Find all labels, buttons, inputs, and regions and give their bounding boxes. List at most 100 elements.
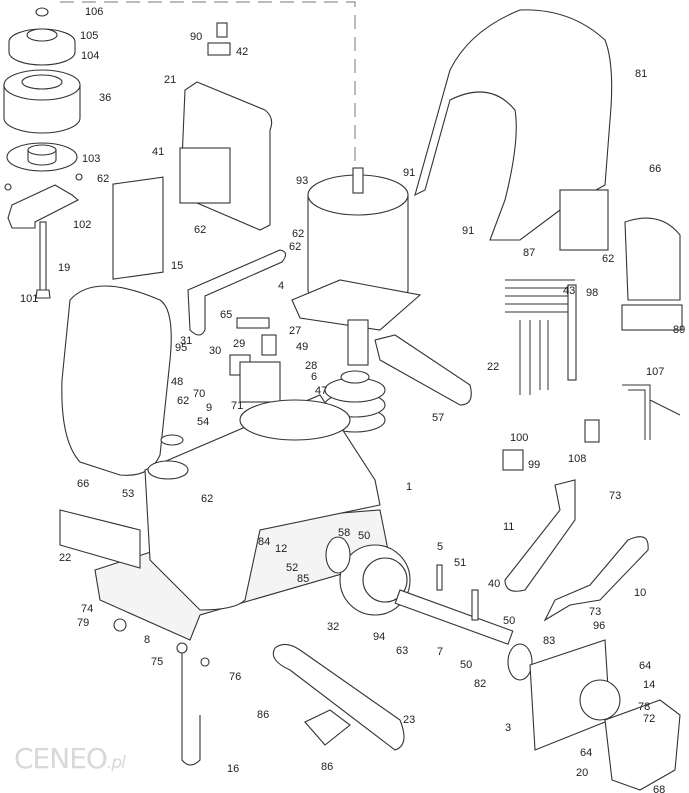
label-71: 71	[231, 400, 243, 412]
label-12: 12	[275, 543, 287, 555]
label-14: 14	[643, 679, 655, 691]
release-arm-10	[543, 536, 649, 622]
label-20: 20	[576, 767, 588, 779]
label-99: 99	[528, 459, 540, 471]
label-50: 50	[358, 530, 370, 542]
gear-housing	[59, 394, 391, 641]
label-83: 83	[543, 635, 555, 647]
gear-shaft	[325, 536, 533, 681]
label-103: 103	[82, 153, 100, 165]
label-43: 43	[563, 285, 575, 297]
label-78: 78	[638, 701, 650, 713]
label-48: 48	[171, 376, 183, 388]
label-95: 95	[175, 342, 187, 354]
motor	[291, 167, 422, 366]
label-3: 3	[505, 722, 511, 734]
label-107: 107	[646, 366, 664, 378]
label-52: 52	[286, 562, 298, 574]
label-50: 50	[460, 659, 472, 671]
label-51: 51	[454, 557, 466, 569]
top-cover	[414, 9, 613, 241]
label-105: 105	[80, 30, 98, 42]
label-64: 64	[639, 660, 651, 672]
label-63: 63	[396, 645, 408, 657]
label-16: 16	[227, 763, 239, 775]
label-31: 31	[180, 335, 192, 347]
label-76: 76	[229, 671, 241, 683]
pulley-assembly	[3, 7, 81, 172]
label-73: 73	[609, 490, 621, 502]
label-106: 106	[85, 6, 103, 18]
label-86: 86	[257, 709, 269, 721]
label-70: 70	[193, 388, 205, 400]
label-66: 66	[649, 163, 661, 175]
label-65: 65	[220, 309, 232, 321]
label-82: 82	[474, 678, 486, 690]
control-board	[112, 81, 273, 280]
label-22: 22	[59, 552, 71, 564]
label-62: 62	[201, 493, 213, 505]
label-10: 10	[634, 587, 646, 599]
release-arm-11	[504, 479, 576, 592]
label-42: 42	[236, 46, 248, 58]
label-86: 86	[321, 761, 333, 773]
label-58: 58	[338, 527, 350, 539]
label-64: 64	[580, 747, 592, 759]
label-100: 100	[510, 432, 528, 444]
label-90: 90	[190, 31, 202, 43]
label-75: 75	[151, 656, 163, 668]
label-29: 29	[233, 338, 245, 350]
label-66: 66	[77, 478, 89, 490]
wiring-harness	[505, 279, 681, 440]
label-62: 62	[602, 253, 614, 265]
label-36: 36	[99, 92, 111, 104]
label-62: 62	[292, 228, 304, 240]
label-28: 28	[305, 360, 317, 372]
gear-cover	[604, 699, 681, 791]
release-lever	[187, 249, 287, 336]
label-40: 40	[488, 578, 500, 590]
label-8: 8	[144, 634, 150, 646]
label-22: 22	[487, 361, 499, 373]
label-53: 53	[122, 488, 134, 500]
label-50: 50	[503, 615, 515, 627]
label-57: 57	[432, 412, 444, 424]
handle-right	[374, 334, 472, 406]
label-62: 62	[97, 173, 109, 185]
label-49: 49	[296, 341, 308, 353]
label-62: 62	[289, 241, 301, 253]
label-15: 15	[171, 260, 183, 272]
terminal-block	[207, 22, 231, 56]
label-19: 19	[58, 262, 70, 274]
label-62: 62	[194, 224, 206, 236]
label-85: 85	[297, 573, 309, 585]
label-47: 47	[315, 385, 327, 397]
label-1: 1	[406, 481, 412, 493]
label-79: 79	[77, 617, 89, 629]
label-89: 89	[673, 324, 685, 336]
label-104: 104	[81, 50, 99, 62]
label-27: 27	[289, 325, 301, 337]
label-62: 62	[177, 395, 189, 407]
label-93: 93	[296, 175, 308, 187]
bracket	[4, 173, 83, 299]
label-108: 108	[568, 453, 586, 465]
label-30: 30	[209, 345, 221, 357]
label-74: 74	[81, 603, 93, 615]
watermark-brand: CENEO	[14, 742, 108, 775]
label-84: 84	[258, 536, 270, 548]
watermark-logo: CENEO.pl	[14, 742, 126, 775]
label-4: 4	[278, 280, 284, 292]
label-94: 94	[373, 631, 385, 643]
label-5: 5	[437, 541, 443, 553]
part-labels: 106 105 104 36 103 62 102 101 19 90 42 2…	[20, 6, 685, 793]
label-11: 11	[503, 521, 514, 533]
side-cover	[61, 285, 172, 476]
dashed-guide-line	[60, 1, 356, 170]
label-102: 102	[73, 219, 91, 231]
label-32: 32	[327, 621, 339, 633]
label-101: 101	[20, 293, 38, 305]
label-91: 91	[403, 167, 415, 179]
label-81: 81	[635, 68, 647, 80]
